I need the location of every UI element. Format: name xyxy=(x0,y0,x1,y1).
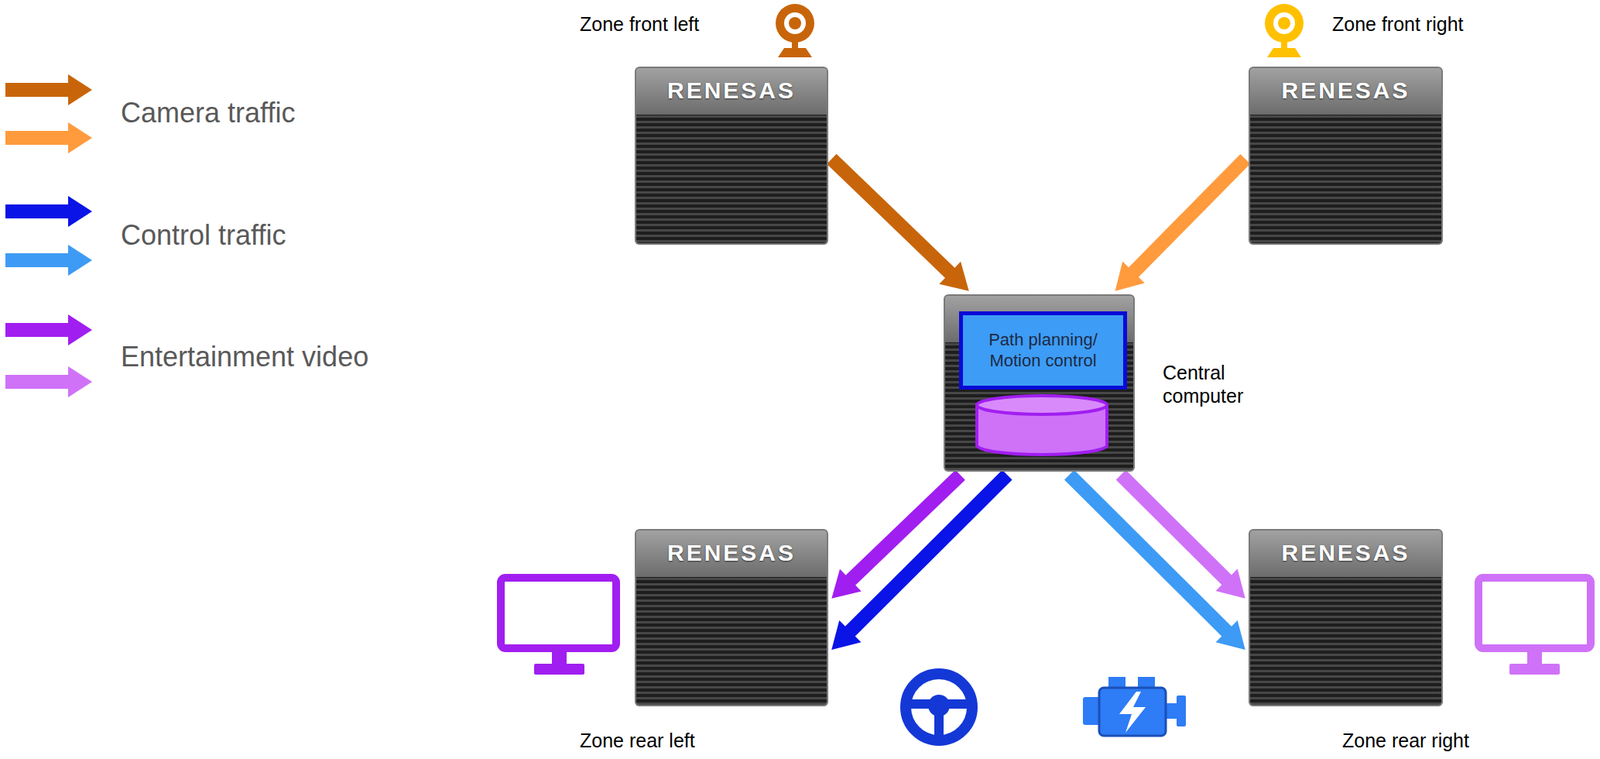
legend-label: Entertainment video xyxy=(120,339,369,374)
brand-logo-holder: RENESAS xyxy=(634,66,829,115)
text-holder: Path planning/ Motion control xyxy=(962,315,1124,386)
webcam-icon-part xyxy=(1264,3,1304,43)
brand-logo: RENESAS xyxy=(667,77,796,104)
arrow-head xyxy=(1216,568,1246,599)
zone-ecu-box: Zone rear leftRENESAS xyxy=(634,528,829,706)
monitor-icon xyxy=(500,577,617,675)
webcam-icon xyxy=(775,3,815,58)
steering-wheel-icon-part xyxy=(905,673,973,741)
legend-arrow xyxy=(5,74,93,106)
arrow-shaft xyxy=(1068,474,1228,632)
text-holder: Zone front left xyxy=(579,12,699,36)
legend-arrow-part xyxy=(68,74,93,106)
arrow-head xyxy=(831,620,861,650)
arrow-shaft xyxy=(1120,474,1228,581)
brand-logo: RENESAS xyxy=(1281,539,1410,566)
legend-entry: Entertainment video xyxy=(120,339,369,374)
motor-icon-part xyxy=(1119,691,1146,733)
monitor-icon-part xyxy=(1509,663,1560,675)
webcam-icon xyxy=(1264,3,1304,58)
traffic-arrow xyxy=(1120,474,1246,598)
arrow-head xyxy=(1115,260,1145,291)
monitor-icon-part xyxy=(551,650,567,665)
text-holder: Zone front right xyxy=(1332,12,1464,36)
webcam-icon-part xyxy=(1277,17,1291,30)
arrow-shaft xyxy=(1132,158,1246,274)
text-holder: Zone rear left xyxy=(579,728,696,752)
brand-logo: RENESAS xyxy=(1281,77,1410,104)
legend-label: Camera traffic xyxy=(120,95,295,130)
arrow-head xyxy=(938,261,969,292)
traffic-arrow xyxy=(831,474,1008,650)
traffic-arrow xyxy=(831,158,969,292)
motor-icon-part xyxy=(1176,695,1186,727)
monitor-icon xyxy=(1478,577,1591,675)
motor-icon-part xyxy=(1099,687,1166,736)
webcam-icon-part xyxy=(784,12,806,35)
legend-entry: Camera traffic xyxy=(120,95,295,130)
zone-ecu-box: Zone front leftRENESAS xyxy=(634,66,829,245)
legend-arrow-part xyxy=(5,82,72,97)
webcam-icon-part xyxy=(1273,12,1296,35)
arrow-shaft xyxy=(831,158,951,274)
legend-arrow-part xyxy=(5,322,72,337)
webcam-icon-part xyxy=(788,17,802,30)
zone-label: Zone rear right xyxy=(1342,728,1470,752)
legend-arrow-part xyxy=(5,374,72,389)
legend-arrow-part xyxy=(68,195,93,227)
steering-wheel-icon-part xyxy=(928,694,950,717)
motor-icon xyxy=(1082,676,1186,736)
database-cylinder-part xyxy=(976,404,1107,455)
monitor-icon-part xyxy=(500,577,617,648)
steering-wheel-icon xyxy=(905,673,973,741)
arrow-head xyxy=(831,568,861,599)
arrow-shaft xyxy=(849,474,1008,632)
central-computer-box: Central computerPath planning/ Motion co… xyxy=(943,294,1135,472)
text-holder: Central computer xyxy=(1162,360,1244,408)
brand-logo-holder: RENESAS xyxy=(634,528,829,577)
zone-label: Zone front right xyxy=(1332,12,1464,36)
legend-arrow-part xyxy=(5,253,72,268)
legend-arrow xyxy=(5,195,93,227)
zone-label: Central computer xyxy=(1162,360,1244,408)
legend-arrow-part xyxy=(5,130,72,145)
brand-logo-holder: RENESAS xyxy=(1248,66,1443,115)
monitor-icon-part xyxy=(1478,577,1591,648)
webcam-icon-part xyxy=(775,3,815,43)
text-holder: Zone rear right xyxy=(1342,728,1470,752)
function-box: Path planning/ Motion control xyxy=(959,311,1128,390)
brand-logo-holder: RENESAS xyxy=(1248,528,1443,577)
traffic-arrow xyxy=(1115,158,1246,291)
traffic-arrow xyxy=(1068,474,1245,650)
arrow-shaft xyxy=(849,474,960,581)
zone-label: Zone front left xyxy=(579,12,699,36)
legend-arrow xyxy=(5,366,93,398)
legend-arrow-part xyxy=(68,366,93,398)
legend-entry: Control traffic xyxy=(120,218,286,252)
zone-ecu-box: Zone front rightRENESAS xyxy=(1248,66,1443,245)
legend-arrow xyxy=(5,244,93,276)
legend-label: Control traffic xyxy=(120,218,286,252)
monitor-icon-part xyxy=(534,663,585,675)
zone-label: Zone rear left xyxy=(579,728,696,752)
arrow-head xyxy=(1216,620,1246,650)
legend-arrow-part xyxy=(68,244,93,276)
legend-arrow xyxy=(5,122,93,154)
brand-logo: RENESAS xyxy=(667,539,796,566)
legend-arrow-part xyxy=(68,314,93,346)
database-cylinder xyxy=(976,395,1107,455)
database-cylinder-part xyxy=(976,395,1107,415)
legend-arrow-part xyxy=(5,204,72,219)
legend-arrow xyxy=(5,314,93,346)
monitor-icon-part xyxy=(1527,650,1542,665)
function-label: Path planning/ Motion control xyxy=(967,329,1119,371)
legend-arrow-part xyxy=(68,122,93,154)
zone-ecu-box: Zone rear rightRENESAS xyxy=(1248,528,1443,706)
